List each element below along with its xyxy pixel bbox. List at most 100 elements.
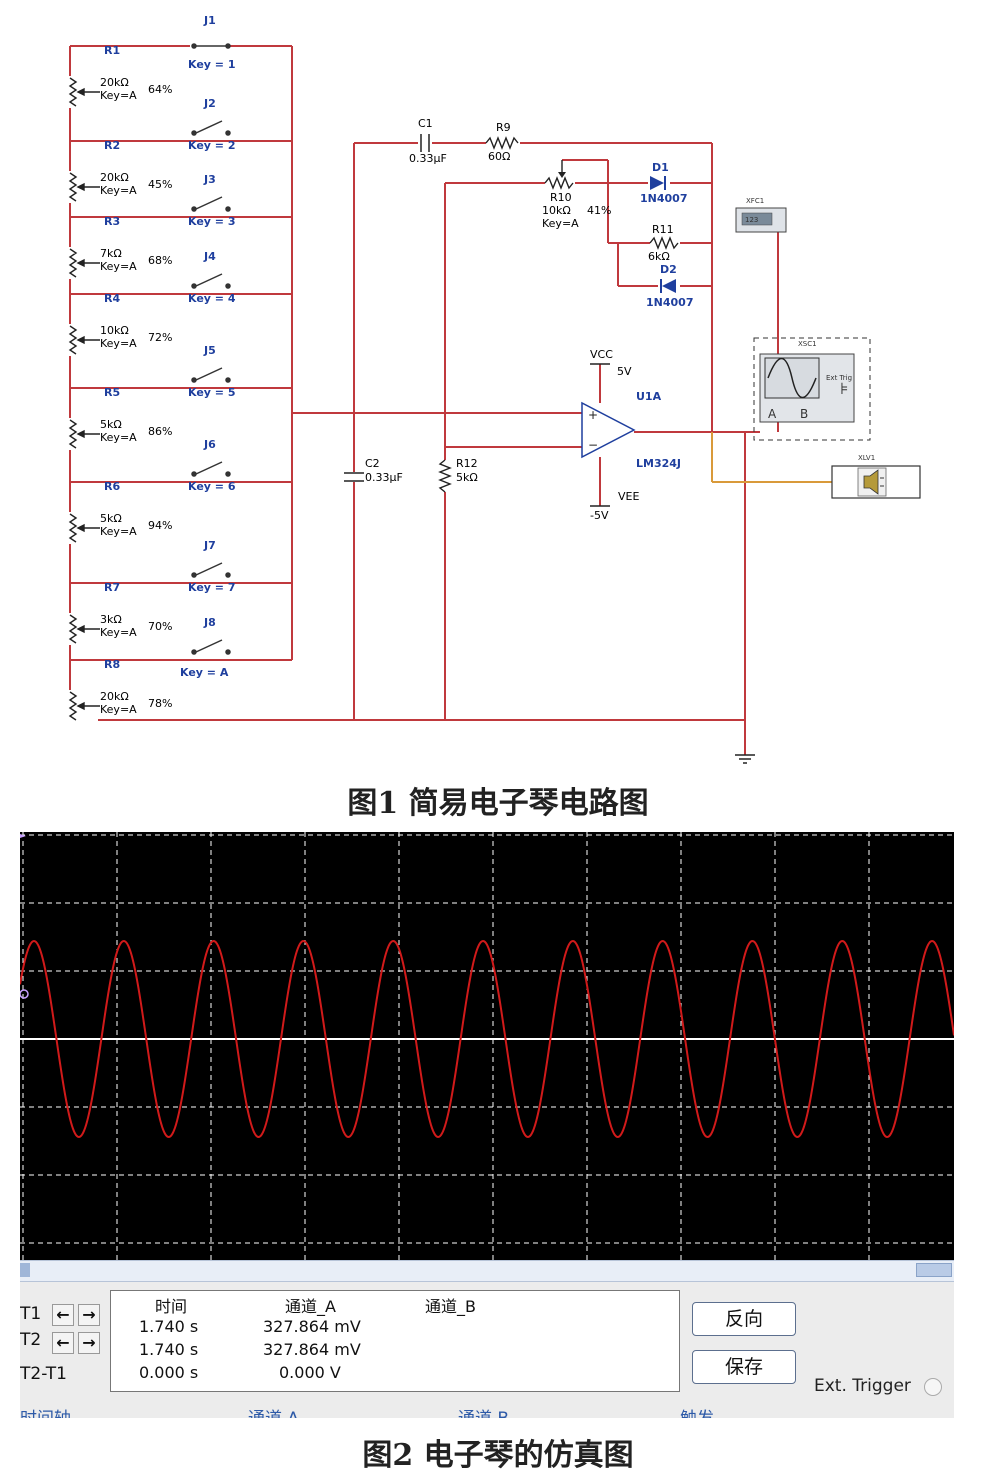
pot-value: 20kΩ <box>100 76 129 89</box>
switch-key: Key = 3 <box>188 215 236 228</box>
pot-key: Key=A <box>100 525 137 538</box>
switch-key: Key = A <box>180 666 229 679</box>
r12-resistor <box>438 459 452 493</box>
pot-key: Key=A <box>100 260 137 273</box>
switch-key: Key = 6 <box>188 480 236 493</box>
ext-trigger-radio[interactable] <box>924 1378 942 1396</box>
c1-label: C1 <box>418 117 433 130</box>
t1-right-arrow-icon[interactable]: → <box>78 1304 100 1326</box>
opamp-model: LM324J <box>636 457 681 470</box>
svg-text:Ext Trig: Ext Trig <box>826 374 852 382</box>
switch-label: J7 <box>203 539 216 552</box>
figure1-caption: 图1 简易电子琴电路图 <box>347 786 649 821</box>
r11-resistor <box>649 236 680 250</box>
scope-screen <box>20 832 954 1260</box>
oscilloscope-window: T1 T2 T2-T1 ← → ← → 时间 通道_A 通道_B 1.740 s… <box>20 832 954 1418</box>
cursor-t1-label: T1 <box>20 1304 42 1324</box>
counter-label: XFC1 <box>746 197 764 205</box>
pot-label: R5 <box>104 386 120 399</box>
switch-key: Key = 1 <box>188 58 236 71</box>
switch-3[interactable] <box>188 195 232 213</box>
pot-value: 20kΩ <box>100 171 129 184</box>
scroll-left[interactable] <box>20 1263 30 1277</box>
pot-percent: 78% <box>148 697 172 710</box>
scroll-thumb[interactable] <box>916 1263 952 1277</box>
pot-label: R7 <box>104 581 120 594</box>
switch-key: Key = 2 <box>188 139 236 152</box>
r9-resistor <box>485 136 520 150</box>
group-trigger: 触发 <box>680 1404 714 1418</box>
potentiometer-6 <box>66 512 100 544</box>
switch-label: J5 <box>203 344 216 357</box>
pot-value: 5kΩ <box>100 512 122 525</box>
d2-label: D2 <box>660 263 677 276</box>
vcc-label: VCC <box>590 348 613 361</box>
svg-text:A: A <box>768 407 777 421</box>
d1-label: D1 <box>652 161 669 174</box>
svg-text:⊧: ⊧ <box>840 379 848 398</box>
switch-4[interactable] <box>188 272 232 290</box>
r10-label: R10 <box>550 191 572 204</box>
header-time: 时间 <box>155 1297 188 1316</box>
pot-percent: 64% <box>148 83 172 96</box>
group-channel-a: 通道 A <box>248 1404 299 1418</box>
frequency-counter: 123 <box>735 207 787 233</box>
potentiometer-8 <box>66 690 100 722</box>
d1-diode <box>648 176 670 190</box>
switch-2[interactable] <box>188 119 232 137</box>
r12-label: R12 <box>456 457 478 470</box>
reverse-button[interactable]: 反向 <box>692 1302 796 1336</box>
t1-left-arrow-icon[interactable]: ← <box>52 1304 74 1326</box>
r10-potentiometer <box>544 160 575 190</box>
switch-5[interactable] <box>188 366 232 384</box>
r12-value: 5kΩ <box>456 471 478 484</box>
pot-key: Key=A <box>100 184 137 197</box>
switch-label: J2 <box>203 97 216 110</box>
pot-value: 7kΩ <box>100 247 122 260</box>
switch-1[interactable] <box>190 40 231 52</box>
pot-label: R4 <box>104 292 120 305</box>
r11-value: 6kΩ <box>648 250 670 263</box>
switch-key: Key = 5 <box>188 386 236 399</box>
t1-time: 1.740 s <box>139 1317 199 1336</box>
cursor-t2-label: T2 <box>20 1330 42 1350</box>
pot-label: R6 <box>104 480 120 493</box>
diff-channel-a: 0.000 V <box>279 1363 341 1382</box>
pot-label: R3 <box>104 215 120 228</box>
group-timebase: 时间轴 <box>20 1404 71 1418</box>
pot-key: Key=A <box>100 337 137 350</box>
switch-7[interactable] <box>188 561 232 579</box>
time-scrollbar[interactable] <box>20 1260 954 1282</box>
switch-label: J3 <box>203 173 216 186</box>
pot-value: 10kΩ <box>100 324 129 337</box>
pot-key: Key=A <box>100 703 137 716</box>
switch-8[interactable] <box>188 638 232 656</box>
opamp-label: U1A <box>636 390 662 403</box>
pot-key: Key=A <box>100 89 137 102</box>
c1-value: 0.33μF <box>409 152 447 165</box>
switch-label: J6 <box>203 438 216 451</box>
group-channel-b: 通道 B <box>458 1404 509 1418</box>
pot-percent: 86% <box>148 425 172 438</box>
header-channel-b: 通道_B <box>425 1297 476 1316</box>
scope-control-panel: T1 T2 T2-T1 ← → ← → 时间 通道_A 通道_B 1.740 s… <box>20 1282 954 1418</box>
d2-model: 1N4007 <box>646 296 693 309</box>
potentiometer-3 <box>66 247 100 279</box>
t2-channel-a: 327.864 mV <box>263 1340 361 1359</box>
cursor-diff-label: T2-T1 <box>20 1364 67 1384</box>
vee-label: VEE <box>618 490 639 503</box>
t2-time: 1.740 s <box>139 1340 199 1359</box>
potentiometer-4 <box>66 324 100 356</box>
save-button[interactable]: 保存 <box>692 1350 796 1384</box>
pot-label: R8 <box>104 658 120 671</box>
switch-6[interactable] <box>188 460 232 478</box>
wires <box>69 45 779 755</box>
t2-left-arrow-icon[interactable]: ← <box>52 1332 74 1354</box>
c2-label: C2 <box>365 457 380 470</box>
t2-right-arrow-icon[interactable]: → <box>78 1332 100 1354</box>
ext-trigger-label: Ext. Trigger <box>814 1376 911 1396</box>
pot-key: Key=A <box>100 626 137 639</box>
pot-percent: 72% <box>148 331 172 344</box>
r10-percent: 41% <box>587 204 611 217</box>
svg-text:+: + <box>588 408 598 422</box>
